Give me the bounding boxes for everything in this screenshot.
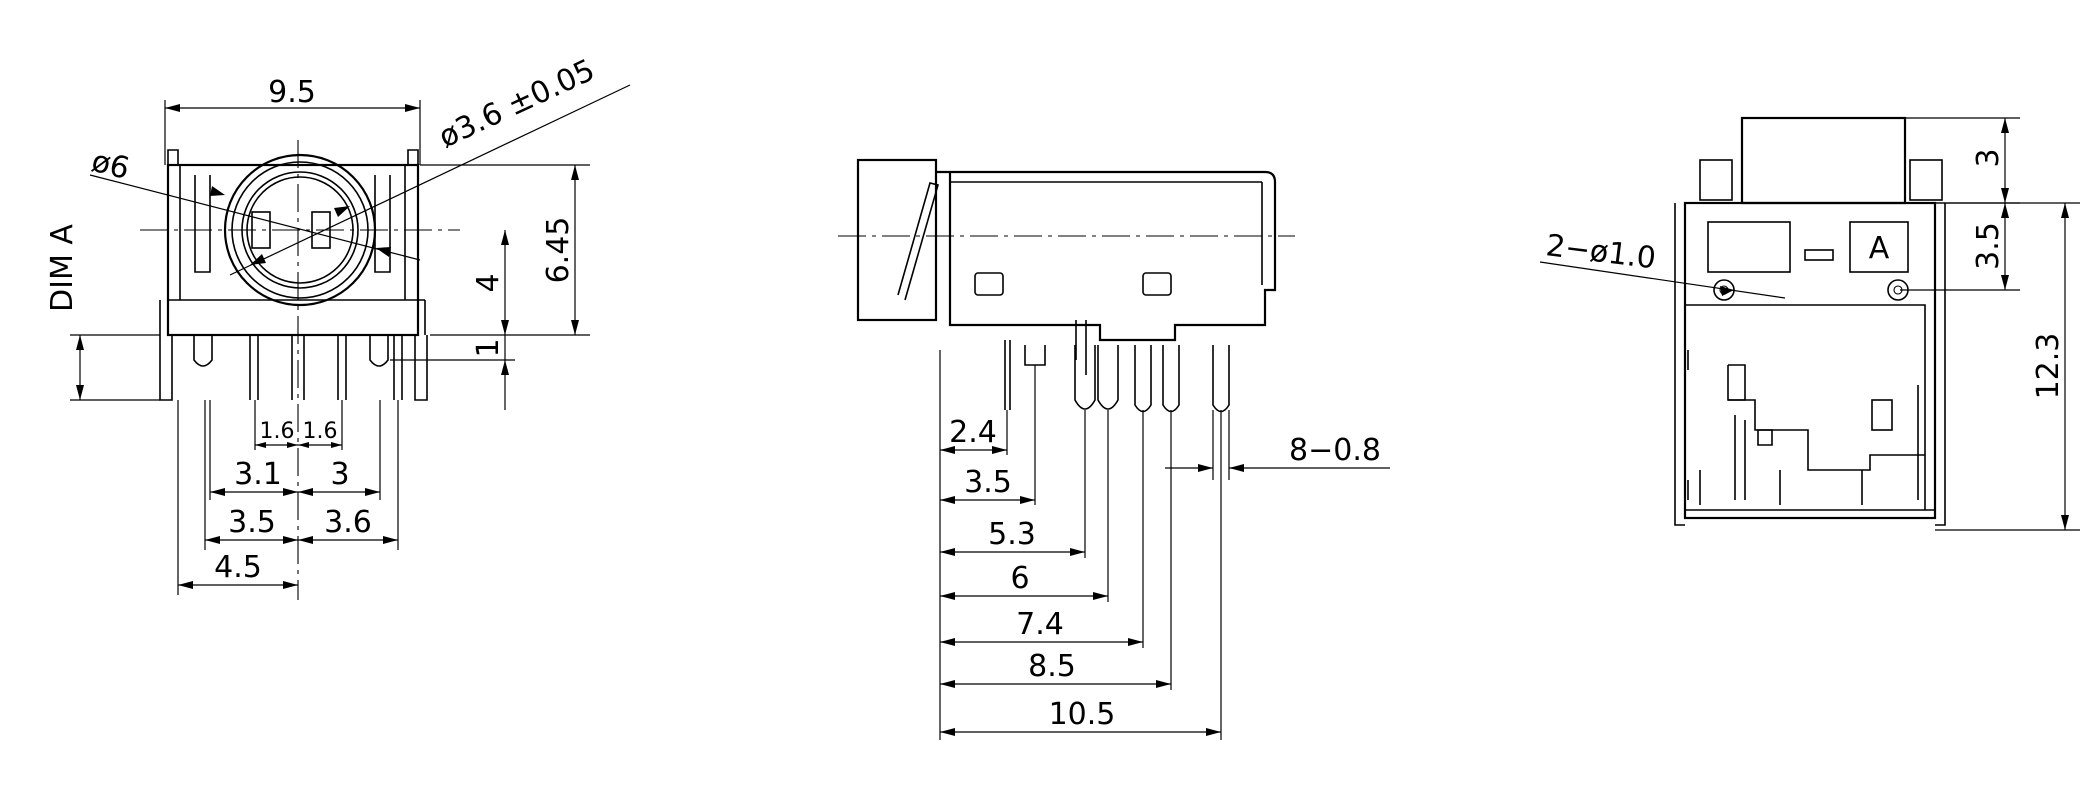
dim-5-3: 5.3: [988, 517, 1036, 552]
back-body: [1683, 201, 1937, 520]
side-view: 2.4 3.5 5.3 6 7.4 8.5 10.5: [838, 158, 1390, 740]
back-window: [1707, 221, 1791, 273]
back-mark-box: [1849, 221, 1909, 273]
dim-3-1: 3.1: [234, 457, 282, 492]
dim-holes: 2−ø1.0: [1544, 228, 1658, 276]
dim-4-5: 4.5: [214, 550, 262, 585]
dim-hole-dia: ø3.6 ±0.05: [434, 53, 601, 156]
side-flange: [856, 158, 938, 322]
dim-back-3-5: 3.5: [1971, 222, 2006, 270]
dim-pin-width: 8−0.8: [1289, 433, 1381, 468]
dim-pitch-left: 1.6: [260, 419, 295, 444]
dim-6: 6: [1010, 561, 1029, 596]
front-body: [166, 163, 420, 337]
dim-2-4: 2.4: [949, 415, 997, 450]
front-view: 9.5 ø3.6 ±0.05 ø6 DIM A 6.45 4 1: [45, 53, 631, 600]
dim-outer-dia: ø6: [88, 144, 133, 187]
dim-3: 3: [330, 457, 349, 492]
dim-pitch-right: 1.6: [303, 419, 338, 444]
dim-8-5: 8.5: [1028, 649, 1076, 684]
dim-side-3-5: 3.5: [964, 465, 1012, 500]
dim-width: 9.5: [268, 75, 316, 110]
dim-10-5: 10.5: [1049, 697, 1116, 732]
dim-3-5: 3.5: [228, 505, 276, 540]
dim-height-offset: 1: [471, 338, 506, 357]
dim-back-3: 3: [1971, 148, 2006, 167]
dim-a: DIM A: [45, 224, 80, 312]
dim-12-3: 12.3: [2031, 333, 2066, 400]
side-body: [936, 170, 1277, 342]
dim-7-4: 7.4: [1016, 607, 1064, 642]
back-view: A 2−ø1.0 3 3.5: [1539, 116, 2080, 531]
back-top-block: [1740, 116, 1907, 205]
dim-height-total: 6.45: [541, 217, 576, 284]
back-mark: A: [1869, 231, 1890, 266]
dim-height-center: 4: [471, 273, 506, 292]
dim-3-6: 3.6: [324, 505, 372, 540]
